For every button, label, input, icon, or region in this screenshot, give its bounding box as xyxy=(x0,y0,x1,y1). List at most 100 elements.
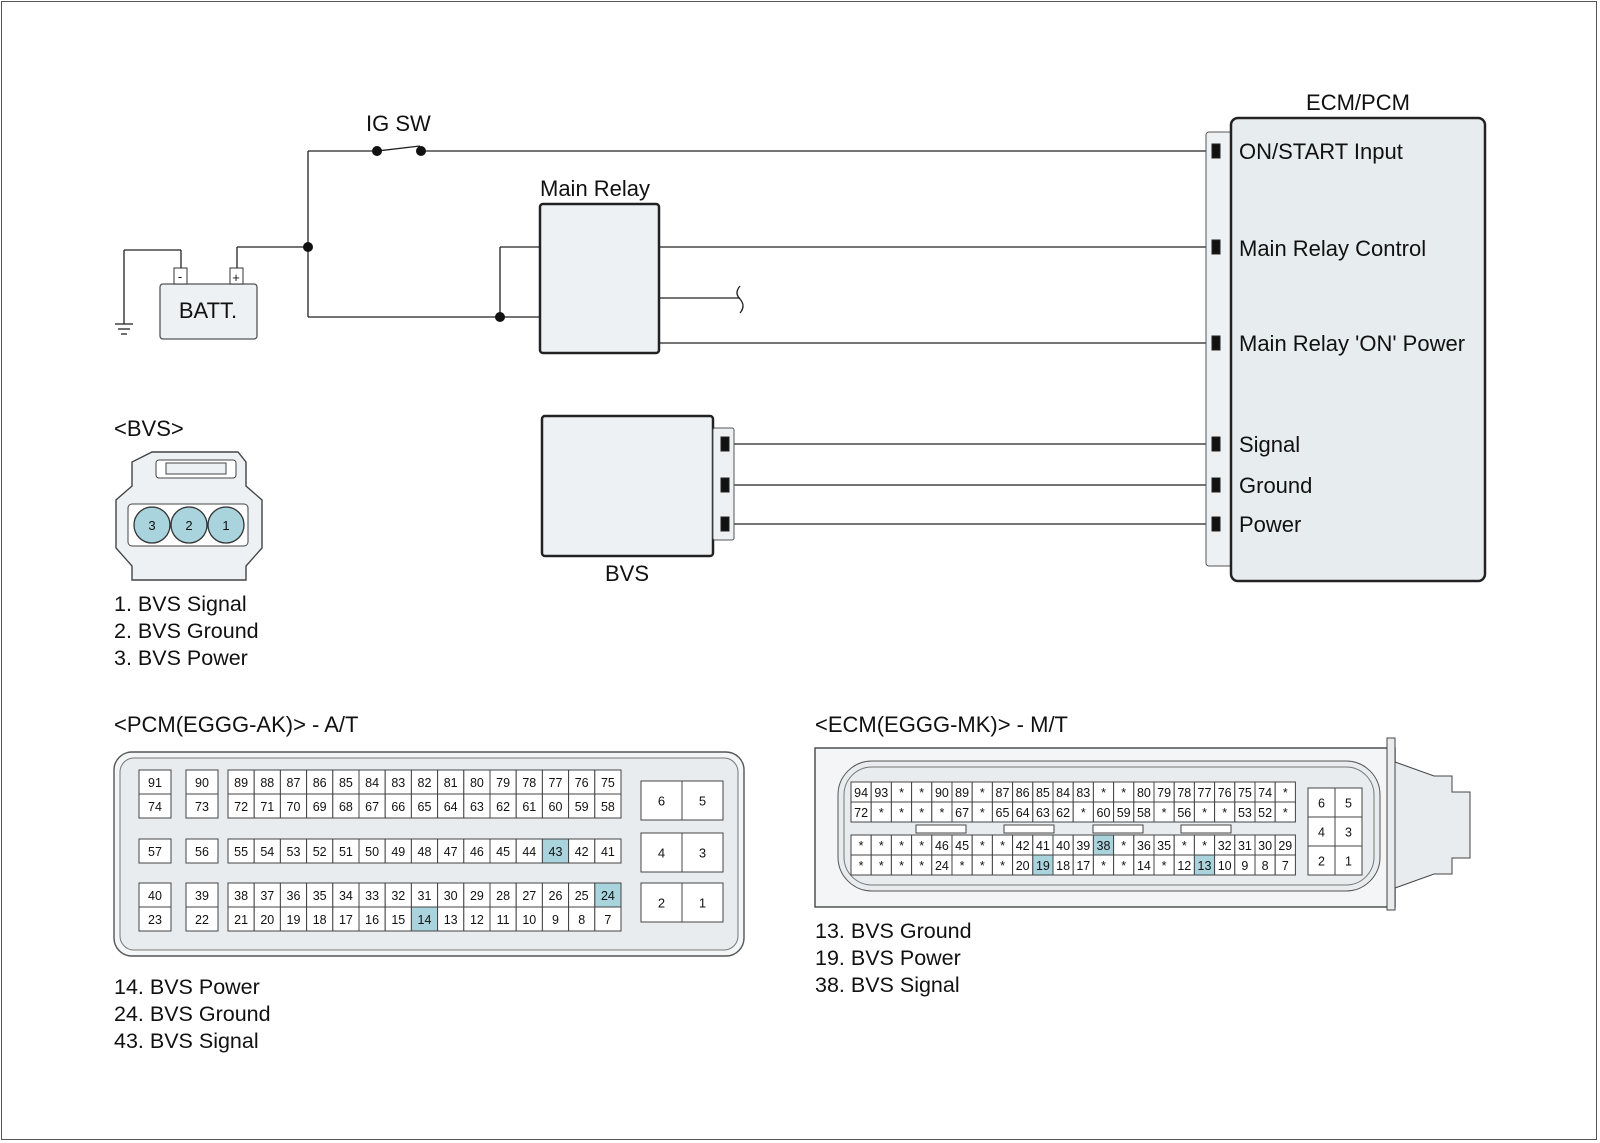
bvs-pin-list: 1. BVS Signal 2. BVS Ground 3. BVS Power xyxy=(114,591,259,672)
pcm-pin-cell xyxy=(541,838,570,864)
pcm-pin-cell xyxy=(568,769,596,795)
pin-number: 89 xyxy=(234,776,248,790)
bvs-pin-number: 2 xyxy=(185,518,192,533)
pcm-pin-cell xyxy=(437,793,465,819)
pin-number: 3 xyxy=(699,846,706,861)
pin-number: 63 xyxy=(470,800,484,814)
pin-number: 80 xyxy=(470,776,484,790)
pin-number: 42 xyxy=(1016,839,1030,853)
pcm-pin-cell xyxy=(463,793,491,819)
pin-number: 58 xyxy=(1137,806,1151,820)
pcm-pin-cell xyxy=(410,906,439,932)
pcm-pin-cell xyxy=(437,838,465,864)
pcm-pin-cell xyxy=(253,838,281,864)
pcm-pin-cell xyxy=(541,906,570,932)
ecm-pcm-label: ECM/PCM xyxy=(1306,90,1410,115)
pin-number: 53 xyxy=(1238,806,1252,820)
pin-number: 33 xyxy=(365,889,379,903)
pin-number: 43 xyxy=(549,845,563,859)
pin-number: 75 xyxy=(601,776,615,790)
pin-number: 86 xyxy=(1016,786,1030,800)
ecm-connector-key xyxy=(1180,824,1232,834)
pin-number: 4 xyxy=(658,846,665,861)
pin-number: 90 xyxy=(935,786,949,800)
pcm-connector-title: <PCM(EGGG-AK)> - A/T xyxy=(114,712,358,737)
pin-number: * xyxy=(1121,786,1126,800)
pin-number: 6 xyxy=(1318,797,1325,811)
pin-number: 46 xyxy=(470,845,484,859)
pin-number: 36 xyxy=(1137,839,1151,853)
pin-number: 59 xyxy=(575,800,589,814)
pcm-pin-cell xyxy=(594,882,622,908)
bvs-pin-number: 1 xyxy=(222,518,229,533)
pin-number: 48 xyxy=(418,845,432,859)
pcm-pin-cell xyxy=(463,769,491,795)
pin-number: 62 xyxy=(1056,806,1070,820)
pcm-pin-cell xyxy=(568,838,596,864)
pcm-pin-cell xyxy=(437,906,465,932)
pin-number: 79 xyxy=(1157,786,1171,800)
pcm-pin-cell xyxy=(138,906,172,932)
ecm-pin-cell xyxy=(1274,854,1296,876)
pin-number: * xyxy=(1162,859,1167,873)
pin-number: * xyxy=(879,806,884,820)
pin-number: 16 xyxy=(365,913,379,927)
pin-number: 3 xyxy=(1345,826,1352,840)
pin-number: 80 xyxy=(1137,786,1151,800)
pin-number: 32 xyxy=(1218,839,1232,853)
pin-number: * xyxy=(1283,806,1288,820)
pin-number: * xyxy=(879,859,884,873)
pin-number: 52 xyxy=(313,845,327,859)
pin-number: 29 xyxy=(470,889,484,903)
pin-number: 72 xyxy=(854,806,868,820)
pin-number: 60 xyxy=(549,800,563,814)
pin-number: 34 xyxy=(339,889,353,903)
pin-number: 65 xyxy=(996,806,1010,820)
pin-number: 88 xyxy=(260,776,274,790)
pcm-pin-cell xyxy=(185,769,219,795)
pin-number: 12 xyxy=(1177,859,1191,873)
pin-number: 44 xyxy=(522,845,536,859)
pcm-pin-cell xyxy=(358,882,386,908)
ecm-terminal-marker xyxy=(1211,143,1221,159)
pin-number: * xyxy=(919,806,924,820)
pcm-pin-cell xyxy=(138,882,172,908)
junction-dot xyxy=(372,146,382,156)
pin-number: 28 xyxy=(496,889,510,903)
pcm-pin-cell xyxy=(358,906,386,932)
pin-number: * xyxy=(939,806,944,820)
pin-number: * xyxy=(1101,859,1106,873)
pin-number: 76 xyxy=(575,776,589,790)
pcm-pin-list-item: 24. BVS Ground xyxy=(114,1002,271,1026)
pin-number: 75 xyxy=(1238,786,1252,800)
pin-number: 10 xyxy=(522,913,536,927)
ecm-connector-key xyxy=(1003,824,1055,834)
pcm-pin-list: 14. BVS Power 24. BVS Ground 43. BVS Sig… xyxy=(114,974,271,1055)
ecm-pin-list-item: 13. BVS Ground xyxy=(815,919,972,943)
pcm-pin-cell xyxy=(437,882,465,908)
ecm-pin-cell xyxy=(1334,845,1363,876)
ecm-connector-inner-ring xyxy=(843,766,1375,886)
pin-number: 70 xyxy=(287,800,301,814)
pin-number: 73 xyxy=(195,800,209,814)
pin-number: 20 xyxy=(1016,859,1030,873)
pcm-pin-cell xyxy=(227,769,255,795)
pin-number: 63 xyxy=(1036,806,1050,820)
pin-number: 66 xyxy=(391,800,405,814)
pin-number: * xyxy=(919,839,924,853)
pin-number: * xyxy=(879,839,884,853)
ecm-terminal-label: Signal xyxy=(1239,432,1300,457)
pin-number: * xyxy=(1121,839,1126,853)
bvs-connector-title: <BVS> xyxy=(114,416,184,441)
pcm-pin-cell xyxy=(681,882,724,923)
pin-number: 72 xyxy=(234,800,248,814)
bvs-pin-circle xyxy=(207,506,245,544)
pcm-pin-cell xyxy=(227,793,255,819)
pin-number: 77 xyxy=(1198,786,1212,800)
pin-number: 91 xyxy=(148,776,162,790)
pcm-pin-cell xyxy=(138,769,172,795)
pin-number: 40 xyxy=(148,889,162,903)
ecm-pin-list-item: 38. BVS Signal xyxy=(815,973,960,997)
bvs-pin-circle xyxy=(133,506,171,544)
